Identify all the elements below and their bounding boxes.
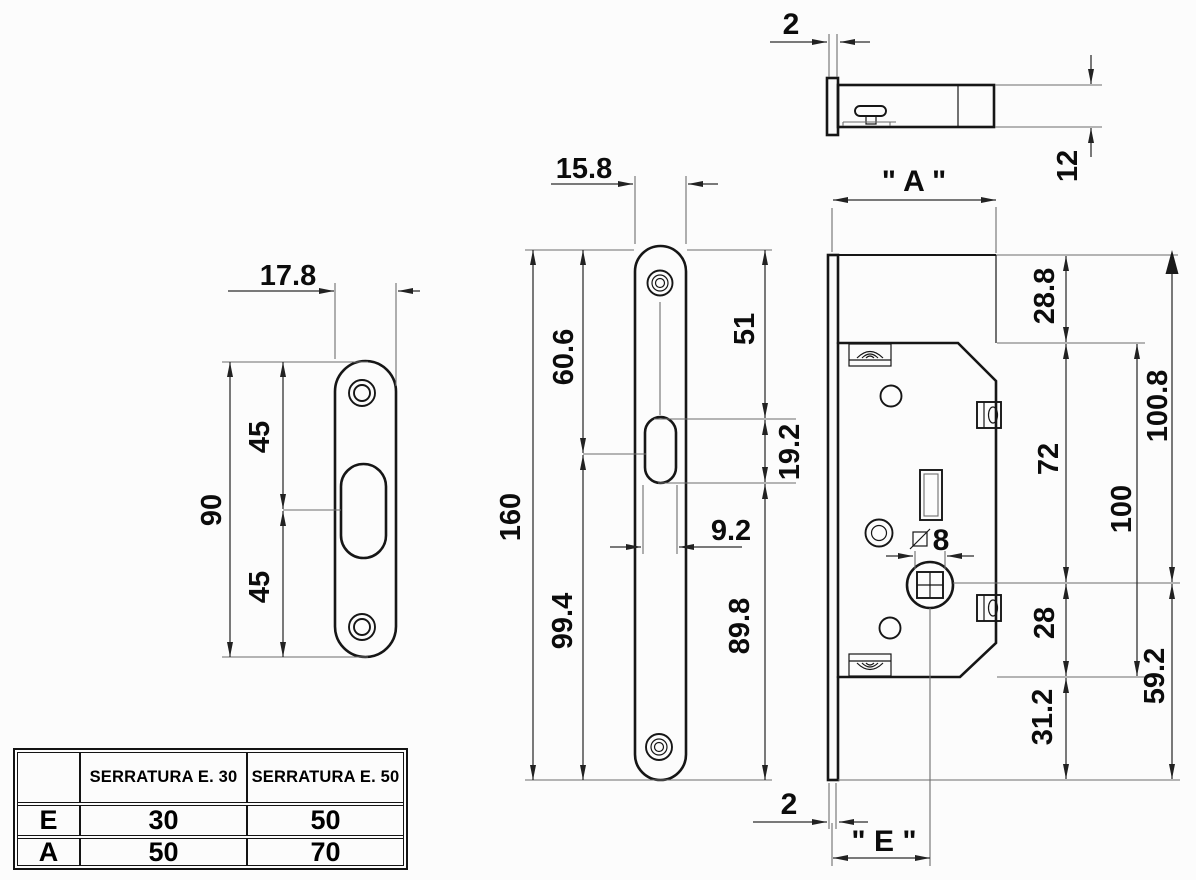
latch-top [976,401,1002,429]
dim-depth-A: " A " [882,165,947,198]
faceplate-view: 15.8 160 60.6 99.4 51 19.2 89.8 9.2 [495,153,806,782]
screw-hole-bottom [348,613,376,641]
row-value: 30 [79,806,246,835]
dim-top-to-slot-center: 60.6 [548,329,580,385]
fixing-hole [864,518,894,548]
dim-slot-to-bottom: 89.8 [724,598,756,654]
latch-slot [339,462,388,560]
square-symbol-icon [912,531,928,547]
dim-strike-45-top: 45 [244,421,276,453]
spec-table: SERRATURA E. 30 SERRATURA E. 50 E 30 50 … [13,748,408,870]
guide-slot [919,469,943,521]
table-row-E: E 30 50 [18,802,403,835]
side-case [836,83,996,129]
dim-backset-E: " E " [851,825,916,858]
dim-faceplate-width: 15.8 [556,153,612,185]
table-row-A: A 50 70 [18,835,403,865]
dim-top-to-spindle: 100.8 [1142,370,1174,443]
table-header-e30: SERRATURA E. 30 [79,753,246,802]
dim-slot-height: 19.2 [774,424,806,480]
screw-hole-top [348,379,376,407]
lock-body-view: 8 " A " 28.8 72 28 31.2 100 100.8 [753,165,1180,866]
table-header-row: SERRATURA E. 30 SERRATURA E. 50 [18,753,403,802]
dim-spindle-to-plate-bottom: 59.2 [1139,648,1171,704]
clip-bottom [848,653,892,677]
case-outline [836,341,998,679]
dim-strike-width: 17.8 [260,260,316,292]
post-hole-upper [879,384,903,408]
row-param: A [38,836,59,867]
dim-case-width: 12 [1052,150,1084,182]
dim-case-to-plate-bottom: 31.2 [1027,689,1059,745]
dim-case-height: 100 [1106,485,1138,533]
latch-bottom [976,594,1002,622]
dim-plate-thickness-bottom: 2 [781,788,798,821]
dim-slot-width: 9.2 [711,515,751,547]
side-knob [854,105,887,117]
clip-top [848,343,892,367]
body-faceplate [826,253,840,782]
spindle-follower [905,560,955,610]
side-view: 2 12 [770,8,1102,182]
table-corner-cell [18,753,79,802]
dim-plate-thickness-top: 2 [783,8,800,41]
faceplate-slot [643,415,678,485]
big-arrow-up [1165,250,1179,274]
strike-plate-view: 17.8 90 45 45 [196,260,420,659]
dim-case-to-spindle: 72 [1033,443,1065,475]
faceplate-screw-bottom [645,733,673,761]
side-faceplate [825,76,840,137]
dim-spindle-to-case-bottom: 28 [1029,607,1061,639]
dim-spindle-square: 8 [933,524,950,557]
post-hole-lower [878,616,902,640]
table-header-e50: SERRATURA E. 50 [246,753,403,802]
faceplate-screw-top [646,269,674,297]
row-param: E [39,805,58,835]
dim-strike-45-bottom: 45 [244,571,276,603]
dim-top-to-slot: 51 [729,313,761,345]
dim-slot-center-to-bottom: 99.4 [547,593,579,649]
row-value: 50 [79,838,246,865]
dim-top-to-case: 28.8 [1029,268,1061,324]
row-value: 70 [246,838,403,865]
dim-strike-height: 90 [196,494,228,526]
dim-faceplate-height: 160 [495,493,527,541]
row-value: 50 [246,806,403,835]
